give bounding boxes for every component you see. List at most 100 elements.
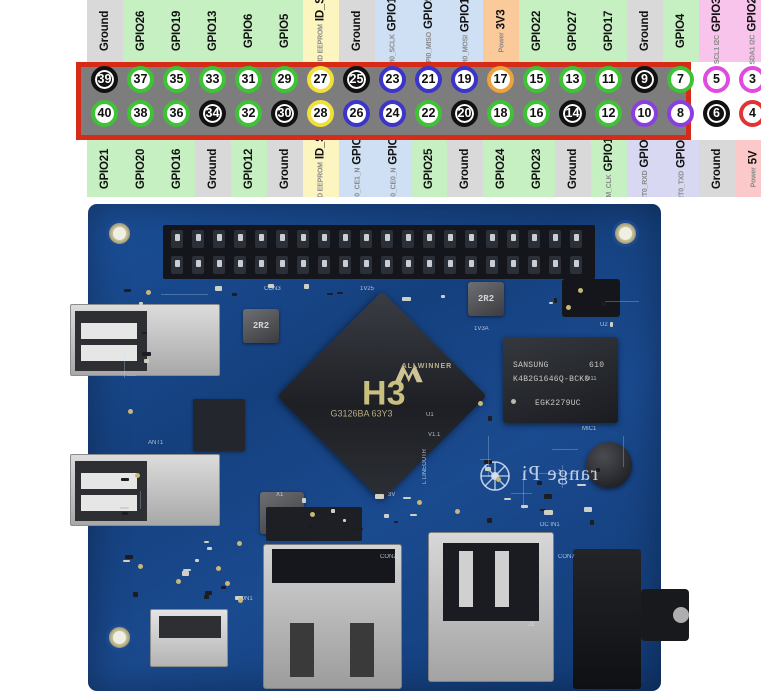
smd-component — [544, 510, 553, 515]
label-main: 5V — [747, 150, 759, 164]
pin-27: 27 — [307, 66, 334, 93]
smd-component — [205, 591, 212, 595]
pcb-trace — [511, 493, 532, 494]
smd-component — [410, 514, 417, 516]
micro-usb-power-port — [150, 609, 228, 667]
smd-component — [521, 505, 528, 508]
pin-label-top-6: GPIO5 — [267, 0, 303, 62]
label-main: Ground — [279, 148, 292, 189]
solder-pad — [216, 566, 221, 571]
smd-component — [485, 467, 491, 471]
pin-label-bottom-10: GPIO25 — [411, 140, 447, 197]
pin-23: 23 — [379, 66, 406, 93]
smd-component — [544, 494, 552, 499]
soc-markings: ALLWINNER H3 G3126BA 63Y3 — [277, 291, 486, 500]
solder-pad — [146, 290, 151, 295]
usb-port-top — [70, 304, 220, 376]
header-pin — [549, 230, 561, 248]
pin-39: 39 — [91, 66, 118, 93]
smd-component — [302, 498, 306, 503]
header-pin — [360, 230, 372, 248]
pin-9: 9 — [631, 66, 658, 93]
header-pin — [297, 230, 309, 248]
solder-pad — [578, 288, 583, 293]
silk-con7: CON7 — [558, 554, 575, 560]
header-pin — [549, 256, 561, 274]
silk-u11: U11 — [586, 376, 597, 382]
smd-component — [394, 521, 398, 523]
smd-component — [215, 286, 222, 291]
header-pin — [465, 230, 477, 248]
pin-36: 36 — [163, 100, 190, 127]
header-pin — [507, 230, 519, 248]
smd-component — [596, 468, 600, 472]
header-pin — [276, 256, 288, 274]
pin-22: 22 — [415, 100, 442, 127]
header-pin — [444, 256, 456, 274]
smd-component — [343, 519, 346, 522]
pcb-trace — [562, 465, 563, 488]
mounting-hole-topleft — [106, 220, 133, 247]
smd-component — [590, 520, 594, 525]
pin-24: 24 — [379, 100, 406, 127]
label-main: Ground — [567, 148, 580, 189]
smd-component — [610, 322, 613, 327]
pin-7: 7 — [667, 66, 694, 93]
label-main: Ground — [99, 10, 112, 52]
label-main: GPIO12 — [243, 148, 256, 189]
pin-19: 19 — [451, 66, 478, 93]
solder-pad — [496, 477, 501, 482]
label-main: GPIO27 — [567, 10, 580, 52]
header-pin — [402, 230, 414, 248]
label-main: 3V3 — [495, 9, 508, 30]
smd-component — [221, 586, 226, 589]
pin-label-bottom-13: GPIO23 — [519, 140, 555, 197]
pin-26: 26 — [343, 100, 370, 127]
pin-label-top-13: GPIO22 — [519, 0, 555, 62]
solder-pad — [176, 579, 181, 584]
header-pin — [381, 256, 393, 274]
pin-label-bottom-12: GPIO24 — [483, 140, 519, 197]
solder-pad — [138, 564, 143, 569]
smd-component — [327, 293, 333, 295]
smd-component — [122, 512, 128, 515]
pin-label-top-3: GPIO19 — [159, 0, 195, 62]
solder-pad — [238, 598, 243, 603]
silk-version: V1.1 — [428, 432, 441, 438]
pin-5: 5 — [703, 66, 730, 93]
pcb-trace — [161, 294, 208, 295]
label-sub: SCL1 I2C — [713, 35, 721, 65]
smd-component — [195, 559, 199, 562]
smd-component — [403, 497, 411, 499]
smd-component — [314, 511, 322, 514]
header-pin — [360, 256, 372, 274]
pcb-trace — [140, 491, 141, 509]
header-pin — [255, 256, 267, 274]
usb-port-bottom — [70, 454, 220, 526]
silk-con2: CON2 — [380, 554, 397, 560]
label-main: GPIO6 — [243, 13, 255, 49]
label-main: GPIO13 — [207, 10, 220, 52]
pcb-trace — [623, 436, 624, 467]
label-main: GPIO5 — [279, 13, 291, 49]
smd-component — [123, 560, 130, 562]
smd-component — [121, 478, 129, 481]
allwinner-logo-icon — [389, 358, 425, 384]
smd-component — [441, 295, 445, 298]
silk-x1: X1 — [276, 492, 284, 498]
header-pin — [339, 230, 351, 248]
label-main: GPIO4 — [675, 13, 687, 49]
header-pin — [423, 256, 435, 274]
pin-29: 29 — [271, 66, 298, 93]
header-pin — [423, 230, 435, 248]
label-main: GPIO25 — [423, 148, 436, 189]
pin-label-bottom-3: GPIO16 — [159, 140, 195, 197]
smd-component — [142, 332, 147, 334]
smd-component — [125, 555, 133, 559]
smd-component — [549, 302, 553, 304]
smd-component — [268, 284, 274, 288]
smd-component — [207, 547, 212, 550]
soc-lot-code: G3126BA 63Y3 — [330, 408, 393, 419]
